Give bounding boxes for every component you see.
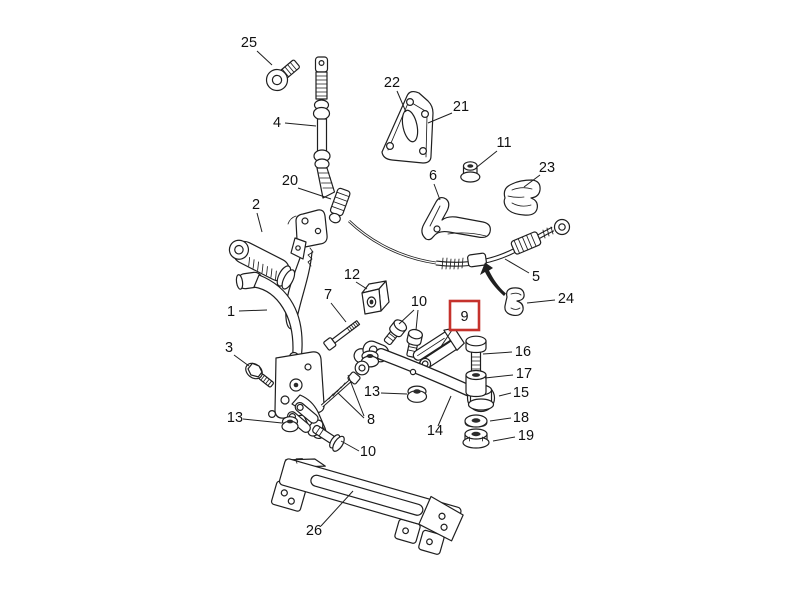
part-label-14[interactable]: 14	[427, 423, 443, 439]
part-drawing-ratchet-mechanism	[285, 209, 328, 330]
part-label-17[interactable]: 17	[516, 366, 532, 382]
part-drawing-bracket-22-21	[381, 90, 434, 164]
part-label-13-mid[interactable]: 13	[364, 384, 380, 400]
part-label-12[interactable]: 12	[344, 267, 360, 283]
part-label-23[interactable]: 23	[539, 160, 555, 176]
part-label-26[interactable]: 26	[306, 523, 322, 539]
part-drawing-equalizer-6	[421, 196, 491, 241]
part-drawing-bracket-26	[270, 458, 464, 555]
part-drawing-spacer-17	[465, 369, 487, 398]
part-drawing-bolt-3	[245, 362, 274, 388]
part-drawing-bolt-16	[465, 335, 487, 375]
part-label-22[interactable]: 22	[384, 75, 400, 91]
part-drawing-bolt-7	[323, 320, 361, 351]
part-drawing-clip-24	[504, 287, 525, 317]
part-label-16[interactable]: 16	[515, 344, 531, 360]
part-drawing-washer-13-left	[281, 416, 299, 433]
part-drawing-adjuster-20	[328, 187, 351, 224]
part-drawing-clip-23	[503, 179, 541, 216]
arrow-indicator	[480, 262, 506, 296]
part-label-5[interactable]: 5	[532, 269, 540, 285]
part-drawing-grip-2	[228, 239, 296, 290]
part-label-7[interactable]: 7	[324, 287, 332, 303]
part-label-10-bottom[interactable]: 10	[360, 444, 376, 460]
part-drawing-cable-4	[312, 56, 336, 199]
part-drawing-nut-11	[460, 161, 481, 183]
part-label-21[interactable]: 21	[453, 99, 469, 115]
leader-lines	[233, 50, 556, 527]
part-drawing-screw-25	[265, 59, 300, 92]
part-label-24[interactable]: 24	[558, 291, 574, 307]
part-label-20[interactable]: 20	[282, 173, 298, 189]
part-drawing-cable-5	[348, 218, 571, 270]
part-label-6[interactable]: 6	[429, 168, 437, 184]
part-label-13-left[interactable]: 13	[227, 410, 243, 426]
part-label-2[interactable]: 2	[252, 197, 260, 213]
part-drawing-bolts-10-top	[383, 319, 423, 358]
part-label-15[interactable]: 15	[513, 385, 529, 401]
callout-labels: 25 4 22 21 11 23 6 20 2 5 24 10 12 7 1 3…	[225, 35, 574, 539]
part-label-18[interactable]: 18	[513, 410, 529, 426]
part-label-3[interactable]: 3	[225, 340, 233, 356]
part-label-19[interactable]: 19	[518, 428, 534, 444]
part-drawing-washer-18	[464, 414, 488, 428]
part-label-8[interactable]: 8	[367, 412, 375, 428]
highlight-box	[448, 299, 481, 332]
part-drawing-block-12	[361, 280, 390, 315]
highlighted-callout: 9	[448, 299, 481, 332]
part-label-4[interactable]: 4	[273, 115, 281, 131]
part-drawing-nut-19	[462, 428, 490, 449]
part-label-11[interactable]: 11	[496, 135, 511, 151]
part-drawing-pin-10-bottom	[312, 424, 345, 452]
part-label-9[interactable]: 9	[460, 309, 468, 325]
part-label-1[interactable]: 1	[227, 304, 235, 320]
part-label-25[interactable]: 25	[241, 35, 257, 51]
part-label-10-top[interactable]: 10	[411, 294, 427, 310]
